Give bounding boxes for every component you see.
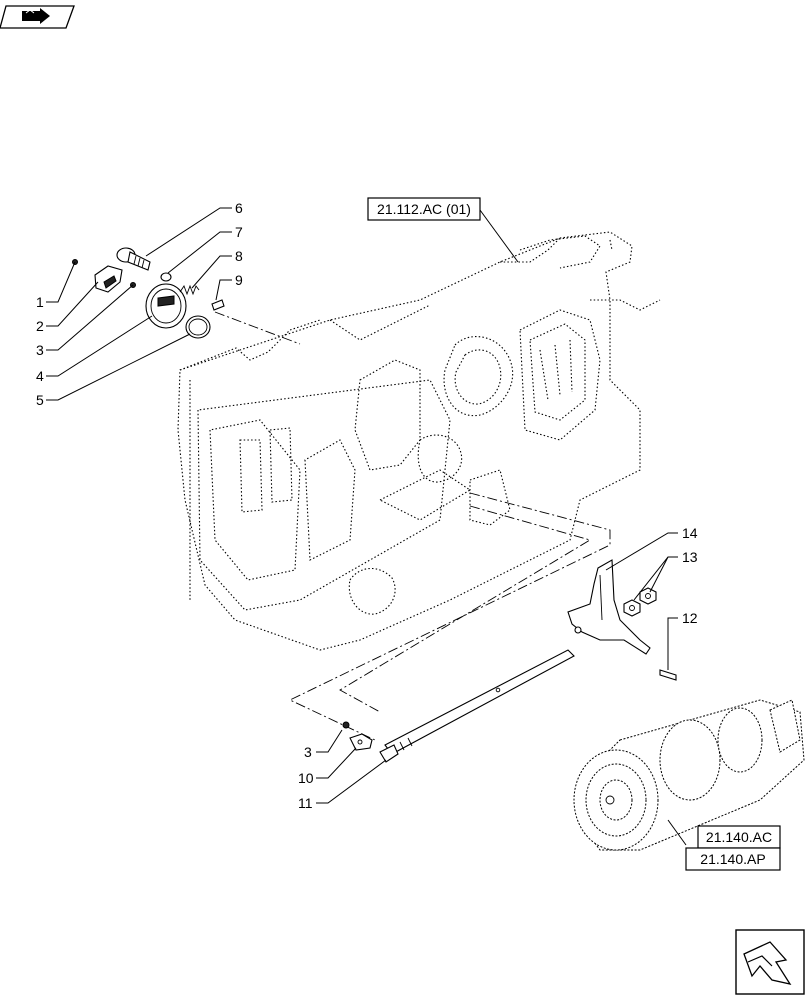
callout-13: 13 xyxy=(682,549,698,565)
part-8-spring xyxy=(179,284,200,296)
part-13-nuts xyxy=(623,587,657,617)
callout-1: 1 xyxy=(36,294,44,310)
callout-3: 3 xyxy=(36,342,44,358)
part-14-shift-fork xyxy=(567,559,651,655)
leader-lines xyxy=(46,207,687,846)
callout-7: 7 xyxy=(235,224,243,240)
part-12-pin xyxy=(659,669,677,681)
callout-5: 5 xyxy=(36,392,44,408)
gear-assembly xyxy=(573,699,805,851)
callout-3-lower: 3 xyxy=(304,744,312,760)
callout-11: 11 xyxy=(298,795,313,811)
ref-21-112-ac-01[interactable]: 21.112.AC (01) xyxy=(367,197,481,221)
callout-labels: 1 2 3 4 5 6 7 8 9 14 13 12 3 10 11 xyxy=(36,200,698,811)
svg-text:21.140.AC: 21.140.AC xyxy=(706,829,772,845)
part-10-plate xyxy=(349,733,373,751)
transmission-housing xyxy=(177,231,661,651)
part-11-shift-rod xyxy=(379,649,575,763)
callout-6: 6 xyxy=(235,200,243,216)
callout-4: 4 xyxy=(36,368,44,384)
assembly-lines xyxy=(214,311,611,741)
svg-text:21.112.AC (01): 21.112.AC (01) xyxy=(377,201,471,217)
callout-9: 9 xyxy=(235,272,243,288)
next-page-arrow-icon[interactable] xyxy=(735,929,805,995)
book-arrow-icon[interactable] xyxy=(0,5,75,29)
callout-2: 2 xyxy=(36,318,44,334)
ref-21-140-ac[interactable]: 21.140.AC xyxy=(697,825,781,849)
ref-21-140-ap[interactable]: 21.140.AP xyxy=(685,847,781,871)
part-7-washer xyxy=(160,272,172,282)
part-5-o-ring xyxy=(185,315,211,339)
part-2-bracket xyxy=(94,265,123,293)
part-4-cover xyxy=(145,283,187,329)
callout-10: 10 xyxy=(298,770,314,786)
callout-12: 12 xyxy=(682,610,698,626)
part-3-lower-screw xyxy=(342,721,350,729)
part-9-pin xyxy=(211,299,225,311)
callout-8: 8 xyxy=(235,248,243,264)
part-6-bolt xyxy=(116,247,151,271)
callout-14: 14 xyxy=(682,525,698,541)
svg-text:21.140.AP: 21.140.AP xyxy=(700,851,765,867)
